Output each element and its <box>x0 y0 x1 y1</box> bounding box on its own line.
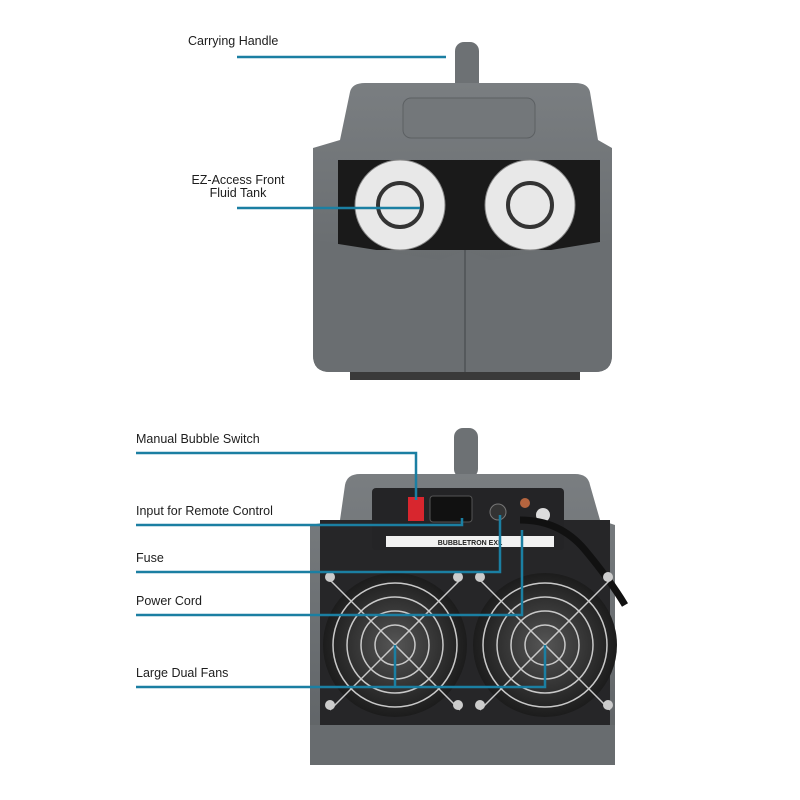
leader-power-cord <box>136 530 524 617</box>
callout-fluid-tank-line2: Fluid Tank <box>209 186 267 200</box>
fuse <box>489 503 507 521</box>
front-view-device <box>313 42 612 380</box>
leader-lines <box>136 55 547 689</box>
callout-remote-input: Input for Remote Control <box>136 504 273 518</box>
callout-fluid-tank-line1: EZ-Access Front <box>191 173 285 187</box>
leader-bubble-switch <box>136 451 418 500</box>
leader-fans <box>136 645 547 689</box>
power-cord <box>519 516 629 607</box>
callout-fluid-tank: EZ-Access Front Fluid Tank <box>188 174 288 200</box>
leader-fuse <box>136 515 502 574</box>
bubble-switch <box>408 497 424 521</box>
callout-power-cord: Power Cord <box>136 594 202 608</box>
carrying-handle <box>455 42 479 92</box>
rear-view-device: BUBBLETRON EXL <box>310 428 629 765</box>
brand-label: BUBBLETRON EXL <box>438 540 503 547</box>
callout-fuse: Fuse <box>136 551 164 565</box>
callout-carrying-handle: Carrying Handle <box>188 34 279 48</box>
callout-fans: Large Dual Fans <box>136 666 229 680</box>
remote-control-input <box>429 495 473 523</box>
leader-remote-input <box>136 518 464 527</box>
callout-bubble-switch: Manual Bubble Switch <box>136 432 260 446</box>
